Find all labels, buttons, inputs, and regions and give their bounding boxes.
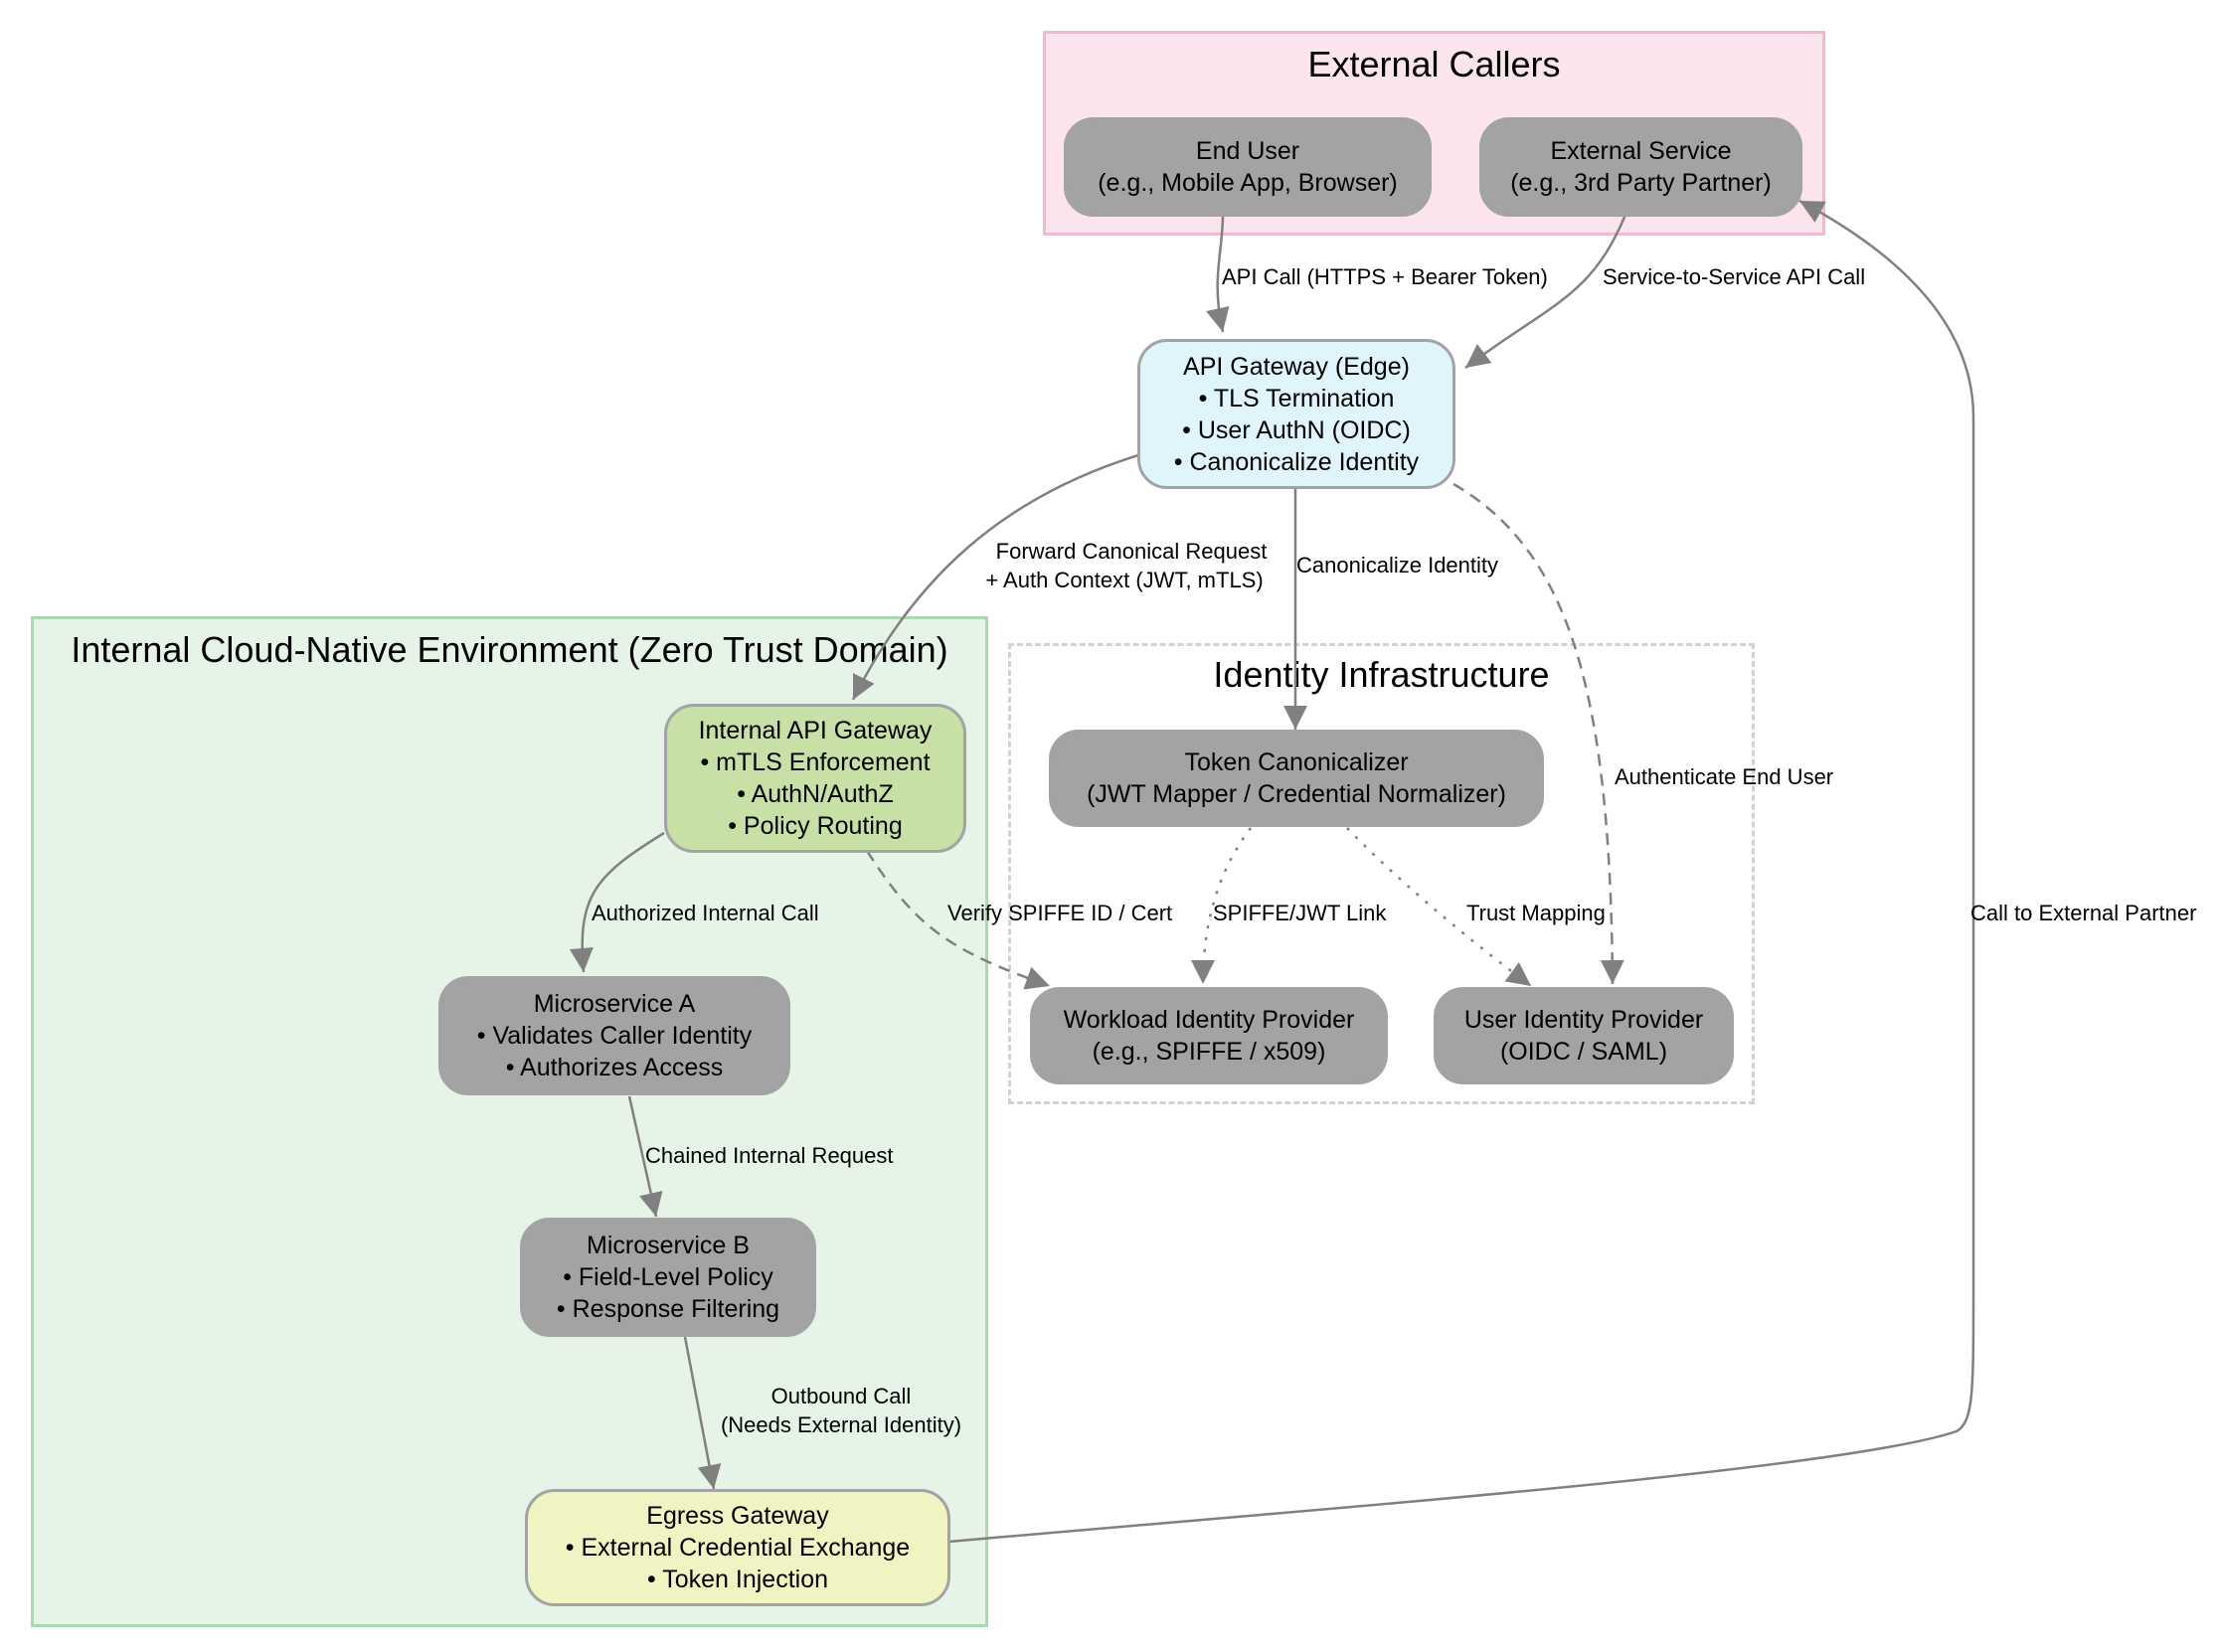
edge-label-authorized: Authorized Internal Call — [592, 901, 819, 925]
node-egress-gateway[interactable]: Egress Gateway • External Credential Exch… — [525, 1489, 950, 1606]
edge-outbound — [683, 1336, 722, 1490]
edge-label-api-call: API Call (HTTPS + Bearer Token) — [1222, 264, 1548, 289]
node-text-line: • Policy Routing — [728, 812, 903, 840]
edge-label-canonicalize: Canonicalize Identity — [1296, 553, 1498, 578]
node-text-line: • Field-Level Policy — [563, 1263, 773, 1291]
node-text-line: • Authorizes Access — [505, 1054, 724, 1081]
node-text-line: Microservice B — [587, 1232, 750, 1259]
edge-label-verify: Verify SPIFFE ID / Cert — [947, 901, 1172, 925]
edge-label-spiffe-link: SPIFFE/JWT Link — [1213, 901, 1387, 925]
node-text-line: • mTLS Enforcement — [700, 748, 931, 776]
node-text-line: • AuthN/AuthZ — [737, 780, 894, 808]
node-text-line: Internal API Gateway — [698, 717, 933, 744]
node-microservice-b[interactable]: Microservice B • Field-Level Policy • Resp… — [520, 1218, 816, 1337]
cluster-internal-environment: Internal Cloud-Native Environment (Zero … — [31, 616, 988, 1627]
node-text-line: • Canonicalize Identity — [1173, 447, 1420, 476]
node-text-line: User Identity Provider — [1463, 1006, 1704, 1034]
edge-label-forward-line1: Forward Canonical Request — [996, 539, 1268, 564]
node-text-line: End User — [1195, 137, 1300, 165]
edge-label-external-partner: Call to External Partner — [1970, 901, 2196, 925]
node-internal-api-gateway[interactable]: Internal API Gateway • mTLS Enforcement • … — [664, 704, 966, 853]
node-microservice-a[interactable]: Microservice A • Validates Caller Identit… — [438, 976, 790, 1095]
node-text-line: (e.g., Mobile App, Browser) — [1098, 169, 1398, 197]
node-text-line: • TLS Termination — [1198, 384, 1395, 413]
node-text-line: • User AuthN (OIDC) — [1182, 415, 1411, 444]
node-text-line: (JWT Mapper / Credential Normalizer) — [1087, 780, 1506, 808]
edge-s2s-call — [1464, 214, 1627, 369]
edge-external-partner — [948, 199, 1975, 1544]
node-text-line: • Token Injection — [646, 1566, 829, 1593]
node-text-line: • Validates Caller Identity — [476, 1022, 753, 1050]
node-text-line: Microservice A — [533, 990, 696, 1018]
node-token-canonicalizer[interactable]: Token Canonicalizer (JWT Mapper / Credent… — [1049, 730, 1544, 827]
edge-label-outbound-line2: (Needs External Identity) — [721, 1412, 961, 1437]
edge-label-trust-mapping: Trust Mapping — [1466, 901, 1606, 925]
node-text-line: Workload Identity Provider — [1063, 1006, 1355, 1034]
edge-label-s2s-call: Service-to-Service API Call — [1603, 264, 1865, 289]
cluster-title-identity-infrastructure: Identity Infrastructure — [1213, 654, 1550, 695]
node-end-user[interactable]: End User (e.g., Mobile App, Browser) — [1064, 117, 1432, 217]
node-text-line: Token Canonicalizer — [1184, 748, 1409, 776]
node-user-identity-provider[interactable]: User Identity Provider (OIDC / SAML) — [1434, 987, 1734, 1084]
edge-verify — [865, 850, 1051, 990]
node-text-line: (OIDC / SAML) — [1499, 1038, 1668, 1066]
node-text-line: External Service — [1550, 137, 1732, 165]
edge-forward — [851, 453, 1139, 701]
cluster-title-external-callers: External Callers — [1307, 44, 1561, 84]
edge-trust-mapping — [1346, 827, 1532, 988]
node-text-line: (e.g., 3rd Party Partner) — [1510, 169, 1772, 197]
edge-label-outbound-line1: Outbound Call — [771, 1384, 912, 1408]
node-text-line: (e.g., SPIFFE / x509) — [1092, 1038, 1326, 1066]
node-api-gateway-edge[interactable]: API Gateway (Edge) • TLS Termination• Use… — [1137, 339, 1455, 489]
edge-label-chained: Chained Internal Request — [645, 1143, 894, 1168]
edge-api-call — [1206, 214, 1230, 333]
node-text-line: API Gateway (Edge) — [1183, 352, 1410, 381]
edge-label-authenticate: Authenticate End User — [1615, 764, 1833, 789]
node-workload-identity-provider[interactable]: Workload Identity Provider (e.g., SPIFFE … — [1030, 987, 1388, 1084]
edge-authorized — [569, 831, 665, 973]
cluster-title-internal-environment: Internal Cloud-Native Environment (Zero … — [71, 629, 948, 670]
node-text-line: • External Credential Exchange — [565, 1534, 911, 1562]
edge-chained — [627, 1095, 663, 1218]
edge-label-forward-line2: + Auth Context (JWT, mTLS) — [985, 568, 1263, 592]
node-text-line: Egress Gateway — [646, 1502, 829, 1530]
edge-spiffe-link — [1191, 827, 1252, 985]
node-text-line: • Response Filtering — [556, 1295, 780, 1323]
node-external-service[interactable]: External Service (e.g., 3rd Party Partner… — [1479, 117, 1802, 217]
